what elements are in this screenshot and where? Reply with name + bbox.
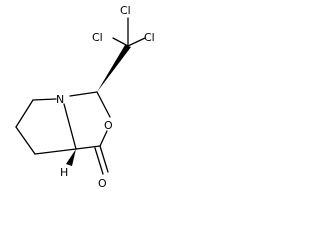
bond-c5-to-c6 (15, 99, 34, 128)
bond-c7a-to-n (63, 103, 77, 150)
wedge-c7a-to-h (66, 149, 76, 166)
bond-ccl3-to-cl-right (127, 37, 146, 47)
bonds (15, 17, 146, 175)
atom-label-carbonyl-oxygen: O (98, 177, 107, 190)
atom-label-hydrogen: H (60, 166, 68, 179)
bond-c3-to-n (69, 91, 98, 97)
atom-label-cl-left: Cl (92, 31, 103, 44)
atom-label-cl-top: Cl (120, 4, 131, 17)
chemical-structure-diagram: Cl Cl Cl N O O H (15, 4, 155, 190)
bond-carbonyl-double-b (94, 147, 104, 175)
atom-label-cl-right: Cl (144, 31, 155, 44)
bond-ccl3-to-cl-left (112, 37, 129, 47)
bond-c7-to-c7a (34, 148, 77, 155)
stereo-wedges (66, 45, 131, 166)
bond-c3-to-ring-o (96, 91, 111, 118)
atom-label-nitrogen: N (56, 93, 64, 106)
bond-n-to-c5 (32, 98, 57, 101)
bond-ring-o-to-c1 (99, 130, 108, 147)
atom-labels: Cl Cl Cl N O O H (56, 4, 155, 190)
wedge-c3-to-ccl3 (97, 45, 131, 92)
bond-carbonyl-double-a (99, 145, 109, 173)
bond-c1-to-c7a (75, 145, 101, 150)
bond-c6-to-c7 (15, 126, 36, 155)
atom-label-ring-oxygen: O (104, 119, 113, 132)
